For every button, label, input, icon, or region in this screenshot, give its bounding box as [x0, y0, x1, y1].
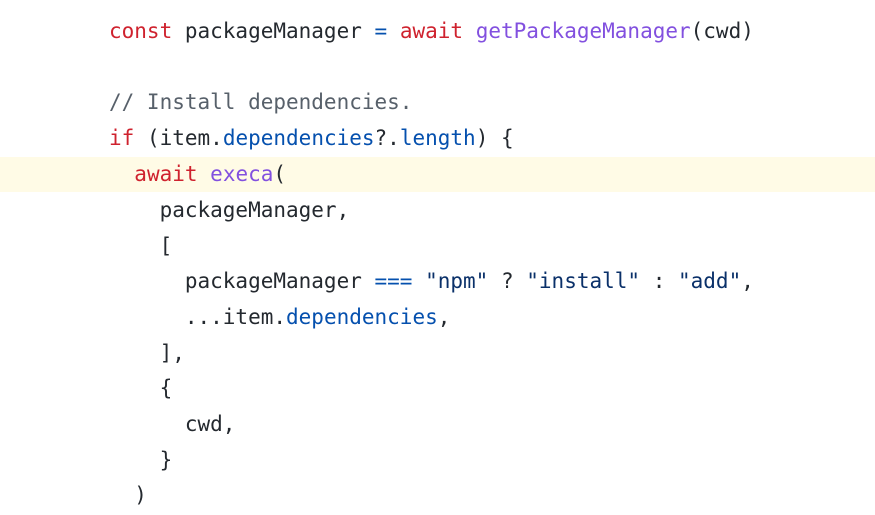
code-token: cwd,: [109, 412, 236, 436]
code-token: [463, 19, 476, 43]
code-text: ): [109, 478, 147, 513]
code-token: packageManager: [172, 19, 375, 43]
code-token: execa: [210, 162, 274, 186]
code-text: cwd,: [109, 407, 236, 442]
code-token: ],: [109, 341, 185, 365]
code-line: // Install dependencies.: [0, 85, 875, 120]
code-token: length: [399, 126, 476, 150]
code-token: await: [399, 19, 464, 43]
code-text: [: [109, 229, 173, 264]
code-token: "npm": [425, 269, 489, 293]
code-line: cwd,: [0, 407, 875, 442]
code-token: const: [109, 19, 173, 43]
code-token: (: [273, 162, 287, 186]
code-line: ],: [0, 336, 875, 371]
code-text: }: [109, 443, 173, 478]
code-token: await: [134, 162, 198, 186]
code-token: // Install dependencies.: [109, 90, 413, 114]
code-token: getPackageManager: [475, 19, 691, 43]
code-token: [198, 162, 211, 186]
code-line: ): [0, 478, 875, 513]
code-line: packageManager,: [0, 193, 875, 228]
code-token: ===: [374, 269, 413, 293]
code-token: (item.: [134, 126, 223, 150]
code-token: packageManager: [109, 269, 375, 293]
code-token: (cwd): [690, 19, 754, 43]
code-line: {: [0, 371, 875, 406]
code-text: packageManager === "npm" ? "install" : "…: [109, 264, 754, 299]
code-token: :: [640, 269, 678, 293]
code-token: ) {: [475, 126, 514, 150]
code-token: ?: [488, 269, 527, 293]
code-text: {: [109, 371, 173, 406]
code-token: if: [109, 126, 135, 150]
code-token: [387, 19, 400, 43]
code-token: }: [109, 448, 173, 472]
code-line: const packageManager = await getPackageM…: [0, 14, 875, 49]
current-line: await execa(: [0, 157, 875, 192]
code-line: [: [0, 229, 875, 264]
code-token: dependencies: [222, 126, 375, 150]
code-token: "add": [678, 269, 742, 293]
code-token: ,: [437, 305, 451, 329]
code-token: =: [374, 19, 388, 43]
code-token: ...item.: [109, 305, 287, 329]
code-token: ?.: [374, 126, 400, 150]
code-line: packageManager === "npm" ? "install" : "…: [0, 264, 875, 299]
code-token: ): [109, 483, 147, 507]
code-text: const packageManager = await getPackageM…: [109, 14, 754, 49]
comment-text: // Install dependencies.: [109, 85, 412, 120]
code-line: }: [0, 443, 875, 478]
code-token: [412, 269, 425, 293]
code-token: {: [109, 376, 173, 400]
code-text: await execa(: [109, 157, 286, 192]
code-token: [: [109, 234, 173, 258]
code-line: ...item.dependencies,: [0, 300, 875, 335]
code-token: ,: [741, 269, 754, 293]
code-token: dependencies: [286, 305, 438, 329]
code-line: if (item.dependencies?.length) {: [0, 121, 875, 156]
code-text: packageManager,: [109, 193, 350, 228]
code-text: ...item.dependencies,: [109, 300, 451, 335]
code-text: ],: [109, 336, 185, 371]
code-text: if (item.dependencies?.length) {: [109, 121, 514, 156]
code-token: packageManager,: [109, 198, 350, 222]
code-token: [109, 162, 134, 186]
code-token: "install": [526, 269, 641, 293]
